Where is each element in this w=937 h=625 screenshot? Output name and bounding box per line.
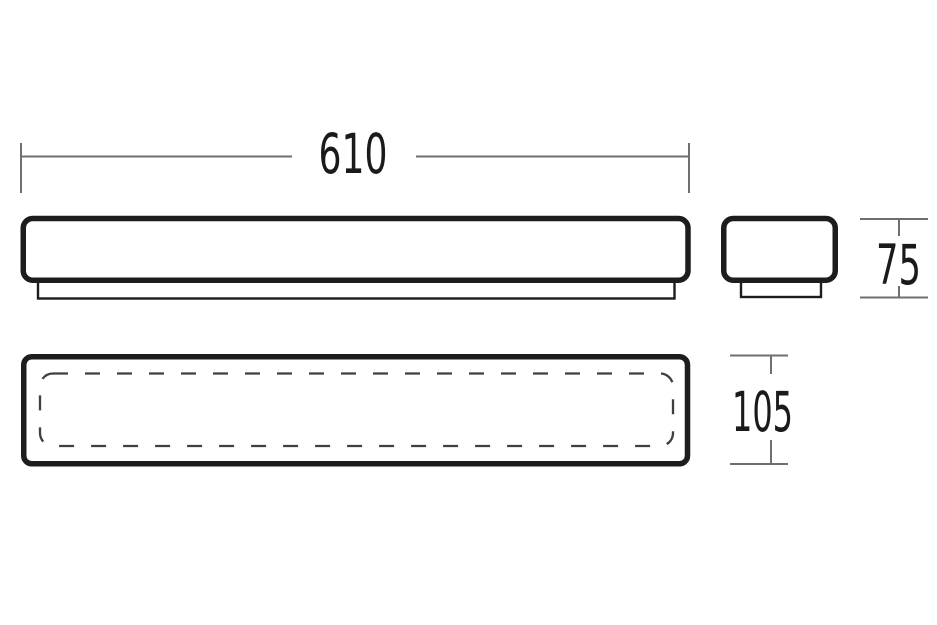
height-dimension-label: 75 xyxy=(876,233,921,297)
solid-outlines xyxy=(20,215,838,467)
plan-view xyxy=(21,354,691,467)
width-dimension xyxy=(20,143,690,193)
side-view-outline xyxy=(721,215,838,283)
height-dimension xyxy=(860,218,928,299)
plan-view-outline xyxy=(21,354,691,467)
dimension-labels: 610 75 105 xyxy=(319,122,922,444)
side-view xyxy=(721,215,838,299)
plan-view-recess-dashed-outline xyxy=(38,372,675,448)
width-dimension-label: 610 xyxy=(319,122,388,186)
side-view-base-plate xyxy=(739,280,823,299)
front-view-outline xyxy=(20,215,691,283)
front-view-base-plate xyxy=(36,280,676,300)
depth-dimension xyxy=(730,354,788,465)
dimension-lines xyxy=(20,143,928,465)
front-view xyxy=(20,215,691,300)
depth-dimension-label: 105 xyxy=(732,380,793,444)
